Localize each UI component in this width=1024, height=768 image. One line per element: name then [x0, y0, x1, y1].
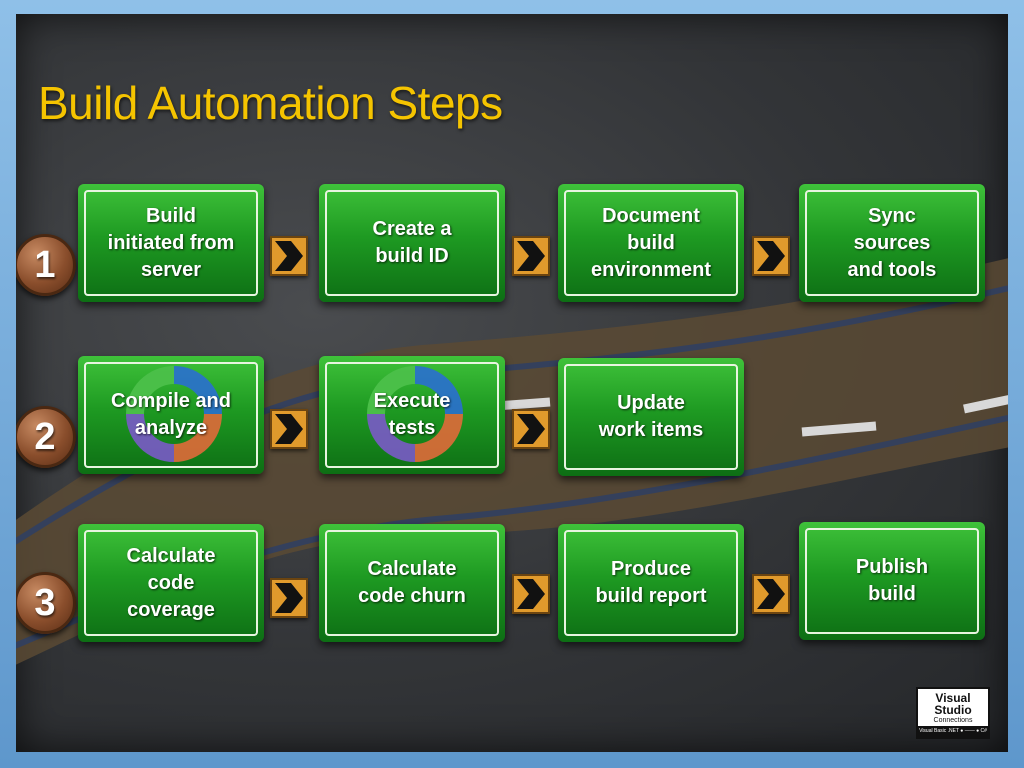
chevron-right-icon	[752, 236, 790, 276]
step-label: Update work items	[598, 392, 704, 441]
chevron-right-icon	[512, 574, 550, 614]
slide-title: Build Automation Steps	[38, 77, 503, 129]
step-label: Execute tests	[373, 390, 451, 439]
chevron-right-icon	[512, 409, 550, 449]
step-label: Compile and analyze	[110, 390, 231, 439]
slide-canvas: Build Automation Steps 1 Build initiated…	[16, 14, 1008, 752]
row-1-number: 1	[34, 243, 56, 286]
step-build-initiated: Build initiated from server	[78, 184, 264, 302]
step-update-work-items: Update work items	[558, 358, 744, 476]
logo-footer: Visual Basic .NET ● —— ● C#	[918, 726, 988, 737]
cycle-arrows-icon	[367, 366, 463, 462]
chevron-right-icon	[270, 409, 308, 449]
step-calculate-code-churn: Calculate code churn	[319, 524, 505, 642]
step-label: Publish build	[855, 556, 929, 605]
step-sync-sources: Sync sources and tools	[799, 184, 985, 302]
chevron-right-icon	[512, 236, 550, 276]
chevron-right-icon	[752, 574, 790, 614]
step-label: Sync sources and tools	[847, 204, 937, 281]
row-3-number: 3	[34, 581, 56, 624]
step-create-build-id: Create a build ID	[319, 184, 505, 302]
step-label: Create a build ID	[372, 218, 452, 267]
cycle-arrows-icon	[126, 366, 222, 462]
step-label: Produce build report	[595, 558, 707, 607]
row-2-number-badge: 2	[16, 406, 76, 468]
step-label: Document build environment	[590, 204, 712, 281]
step-label: Build initiated from server	[107, 204, 235, 281]
step-label: Calculate code coverage	[126, 544, 216, 621]
step-document-build-environment: Document build environment	[558, 184, 744, 302]
row-2-number: 2	[34, 415, 56, 458]
row-1-number-badge: 1	[16, 234, 76, 296]
step-produce-build-report: Produce build report	[558, 524, 744, 642]
step-publish-build: Publish build	[799, 522, 985, 640]
row-3-number-badge: 3	[16, 572, 76, 634]
step-compile-and-analyze: Compile and analyze	[78, 356, 264, 474]
chevron-right-icon	[270, 578, 308, 618]
logo-line-2: Studio	[934, 703, 972, 717]
step-execute-tests: Execute tests	[319, 356, 505, 474]
logo-line-3: Connections	[933, 717, 973, 724]
step-label: Calculate code churn	[358, 558, 466, 607]
step-calculate-code-coverage: Calculate code coverage	[78, 524, 264, 642]
chevron-right-icon	[270, 236, 308, 276]
logo-line-1: Visual	[935, 691, 971, 705]
visual-studio-connections-logo: Visual Studio Connections Visual Basic .…	[916, 687, 990, 739]
